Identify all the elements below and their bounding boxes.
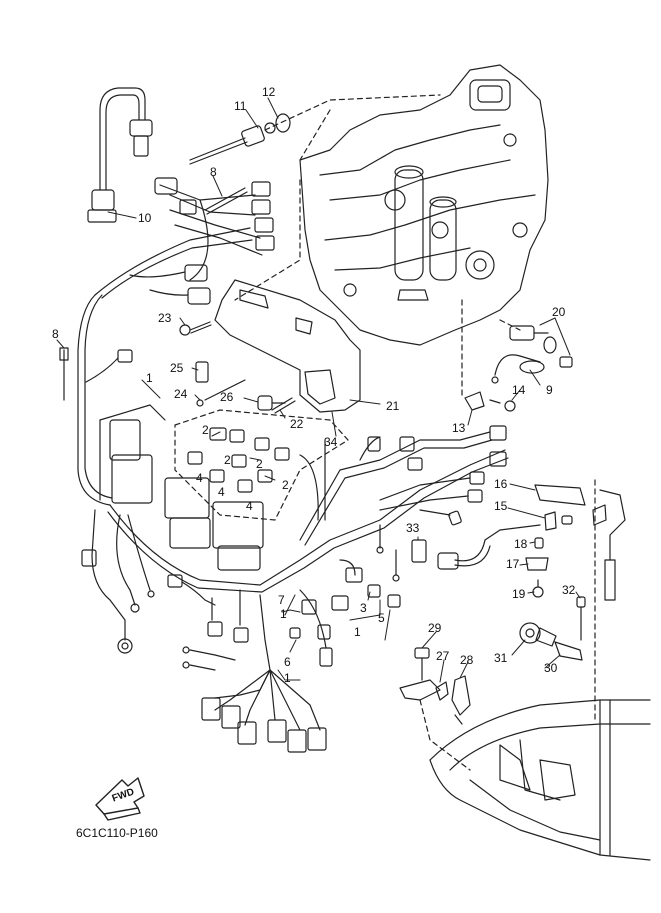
callout-1b: 1 xyxy=(280,607,287,621)
callout-27: 27 xyxy=(436,649,450,663)
callout-12: 12 xyxy=(262,85,276,99)
callout-2b: 2 xyxy=(224,453,231,467)
callout-30: 30 xyxy=(544,661,558,675)
reference-code: 6C1C110-P160 xyxy=(76,826,158,840)
callout-15: 15 xyxy=(494,499,508,513)
callout-6: 6 xyxy=(284,655,291,669)
lower-cowling xyxy=(400,480,650,860)
callout-32: 32 xyxy=(562,583,576,597)
relay-inset xyxy=(175,410,348,520)
fwd-arrow-icon xyxy=(96,778,144,820)
leader-lines xyxy=(57,98,580,682)
callout-24: 24 xyxy=(174,387,188,401)
callout-3: 3 xyxy=(360,601,367,615)
callout-31: 31 xyxy=(494,651,508,665)
callout-4b: 4 xyxy=(218,485,225,499)
callout-16: 16 xyxy=(494,477,508,491)
callout-5: 5 xyxy=(378,611,385,625)
upper-harness xyxy=(60,88,290,505)
engine-block xyxy=(235,65,548,398)
callout-17: 17 xyxy=(506,557,520,571)
callout-29: 29 xyxy=(428,621,442,635)
callout-22: 22 xyxy=(290,417,304,431)
callout-7: 7 xyxy=(278,593,285,607)
callout-1d: 1 xyxy=(284,671,291,685)
callout-2d: 2 xyxy=(282,478,289,492)
callout-34: 34 xyxy=(324,435,338,449)
cover-panel xyxy=(180,280,360,413)
callout-1a: 1 xyxy=(146,371,153,385)
callout-9: 9 xyxy=(546,383,553,397)
callout-11: 11 xyxy=(234,99,247,113)
callout-23: 23 xyxy=(158,311,172,325)
callout-20: 20 xyxy=(552,305,566,319)
callout-25: 25 xyxy=(170,361,184,375)
callout-26: 26 xyxy=(220,390,234,404)
callout-2c: 2 xyxy=(256,457,263,471)
callout-2a: 2 xyxy=(202,423,209,437)
callout-1c: 1 xyxy=(354,625,361,639)
right-parts xyxy=(438,326,585,660)
callout-14: 14 xyxy=(512,383,526,397)
callout-4c: 4 xyxy=(246,499,253,513)
callout-4a: 4 xyxy=(196,471,203,485)
callout-10: 10 xyxy=(138,211,152,225)
callout-28: 28 xyxy=(460,653,474,667)
callout-33: 33 xyxy=(406,521,420,535)
callout-13: 13 xyxy=(452,421,466,435)
callout-18: 18 xyxy=(514,537,528,551)
callout-21: 21 xyxy=(386,399,400,413)
main-harness xyxy=(82,405,508,752)
callout-8a: 8 xyxy=(210,165,217,179)
callout-8b: 8 xyxy=(52,327,59,341)
callout-19: 19 xyxy=(512,587,526,601)
